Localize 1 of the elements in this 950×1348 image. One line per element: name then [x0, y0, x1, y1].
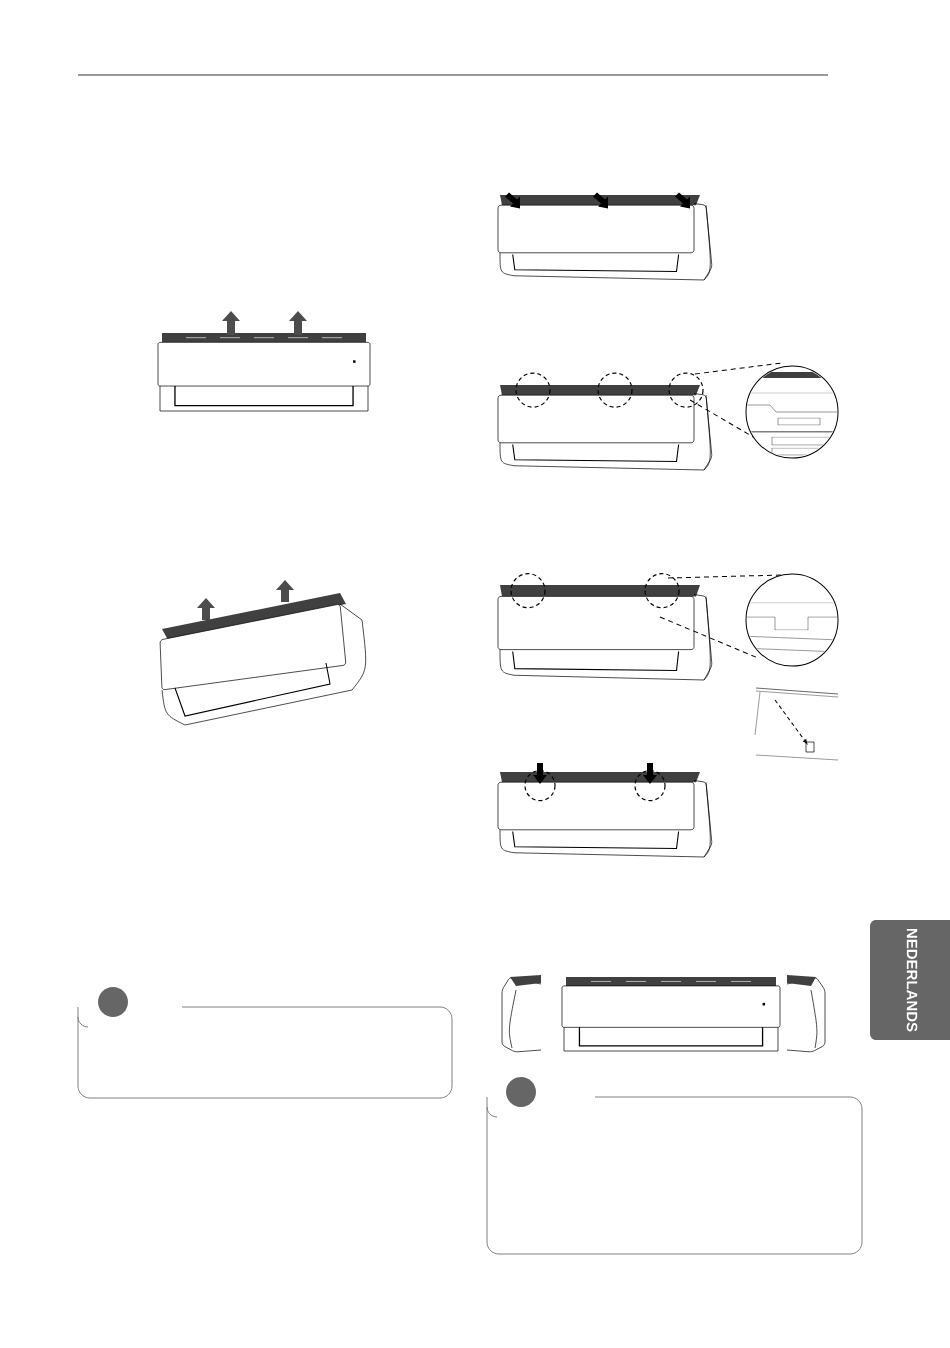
language-tab: NEDERLANDS: [870, 920, 950, 1040]
